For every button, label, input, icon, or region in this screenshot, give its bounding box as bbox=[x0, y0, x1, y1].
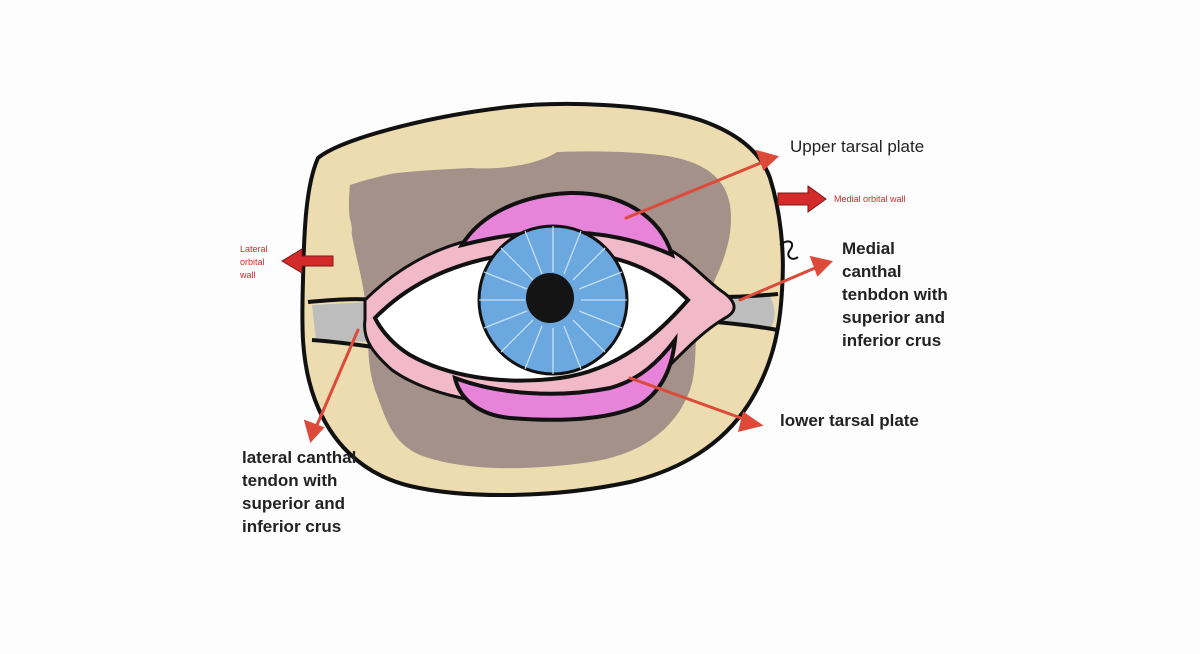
arrow-upper-tarsal-plate bbox=[624, 158, 770, 220]
iris-fibers bbox=[479, 226, 627, 374]
arrow-head-upper-tarsal-plate bbox=[755, 149, 780, 171]
bone-gap-upper bbox=[360, 147, 560, 178]
arrow-head-medial-canthal-tendon bbox=[809, 255, 833, 277]
arrow-lower-tarsal-plate bbox=[628, 376, 754, 424]
arrow-medial-canthal-tendon bbox=[738, 263, 824, 302]
pupil bbox=[526, 273, 574, 323]
arrow-lateral-canthal-tendon bbox=[312, 328, 360, 434]
lateral-canthal-tendon-shape bbox=[312, 302, 378, 342]
arrow-medial-orbital-wall bbox=[777, 185, 827, 213]
label-lateral-canthal-tendon: lateral canthal tendon with superior and… bbox=[242, 448, 357, 536]
label-medial-orbital-wall: Medial orbital wall bbox=[834, 194, 906, 204]
lower-tarsal-plate-shape bbox=[452, 333, 678, 422]
label-upper-tarsal-plate: Upper tarsal plate bbox=[790, 137, 925, 156]
arrow-head-lower-tarsal-plate bbox=[737, 411, 764, 433]
annotation-arrows bbox=[303, 149, 833, 444]
arrow-head-lateral-canthal-tendon bbox=[303, 419, 325, 444]
label-medial-canthal-tendon: Medial canthal tenbdon with superior and… bbox=[842, 239, 948, 350]
bone-gap-right bbox=[705, 321, 772, 400]
label-lower-tarsal-plate: lower tarsal plate bbox=[780, 411, 919, 430]
medial-wavy-line bbox=[779, 240, 799, 260]
arrow-lateral-orbital-wall bbox=[281, 248, 334, 274]
label-lateral-orbital-wall: Lateral orbital wall bbox=[240, 244, 268, 280]
